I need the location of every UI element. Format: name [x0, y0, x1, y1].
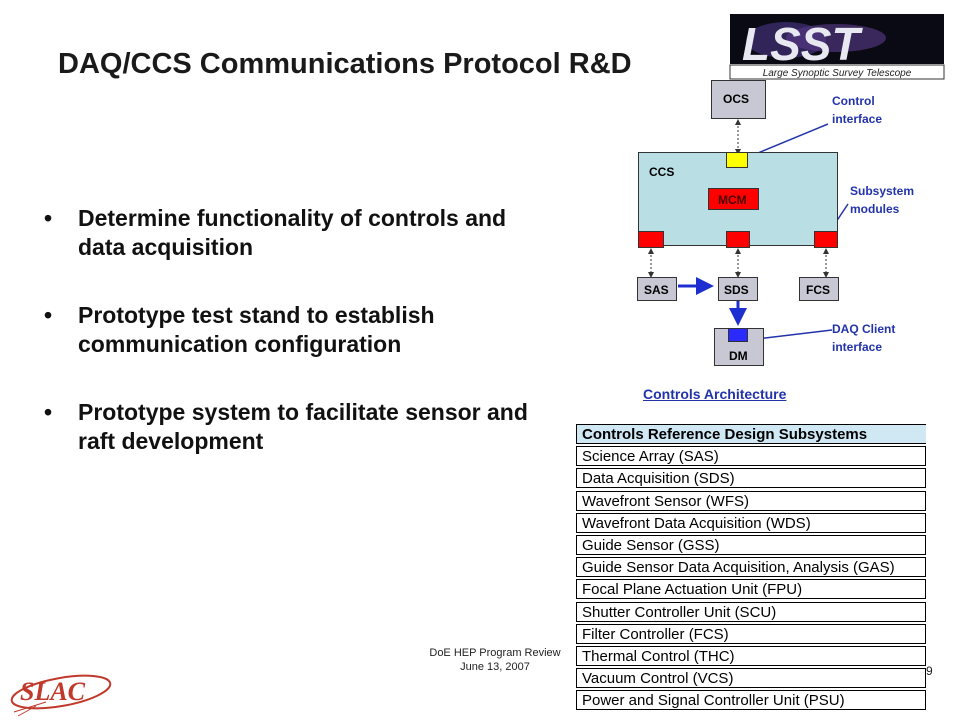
control-interface-note: Control interface	[832, 94, 883, 126]
bullet-text: Determine functionality of controls and …	[78, 205, 507, 260]
footer-line-1: DoE HEP Program Review	[429, 647, 561, 659]
table-row: Wavefront Sensor (WFS)	[576, 490, 926, 511]
slac-wordmark: SLAC	[20, 677, 86, 706]
table-row: Science Array (SAS)	[576, 446, 926, 467]
table-row: Thermal Control (THC)	[576, 645, 926, 666]
lsst-logo: LSST Large Synoptic Survey Telescope	[729, 14, 945, 80]
table-row: Guide Sensor Data Acquisition, Analysis …	[576, 557, 926, 578]
control-port	[726, 152, 748, 168]
bullet-list: • Determine functionality of controls an…	[44, 204, 544, 495]
bullet-text: Prototype test stand to establish commun…	[78, 302, 435, 357]
bullet-dot-icon: •	[44, 399, 53, 425]
mcm-label: MCM	[718, 193, 747, 207]
subsystem-port-sas	[638, 231, 664, 248]
lsst-tagline: Large Synoptic Survey Telescope	[763, 68, 912, 79]
fcs-box: FCS	[799, 277, 839, 301]
page-number: 9	[926, 664, 933, 678]
table-row: Focal Plane Actuation Unit (FPU)	[576, 579, 926, 600]
ocs-label: OCS	[723, 92, 750, 106]
slide-title: DAQ/CCS Communications Protocol R&D	[58, 48, 632, 80]
dm-label: DM	[729, 349, 748, 363]
subsystem-port-fcs	[814, 231, 838, 248]
bullet-dot-icon: •	[44, 205, 53, 231]
bullet-text: Prototype system to facilitate sensor an…	[78, 399, 528, 454]
ocs-box: OCS	[711, 80, 766, 119]
table-row: Data Acquisition (SDS)	[576, 468, 926, 489]
sds-box: SDS	[718, 277, 758, 301]
table-row: Wavefront Data Acquisition (WDS)	[576, 512, 926, 533]
table-row: Guide Sensor (GSS)	[576, 534, 926, 555]
subsystem-port-sds	[726, 231, 750, 248]
dm-box: DM	[714, 328, 764, 366]
daq-client-port	[728, 328, 748, 342]
controls-architecture-diagram: OCS CCS MCM SAS SDS FCS DM Control inter…	[560, 78, 960, 408]
ccs-label: CCS	[649, 165, 675, 179]
bullet-dot-icon: •	[44, 302, 53, 328]
slac-logo: SLAC	[10, 674, 112, 717]
table-row: Vacuum Control (VCS)	[576, 668, 926, 689]
table-row: Power and Signal Controller Unit (PSU)	[576, 690, 926, 711]
bullet-item: • Determine functionality of controls an…	[44, 204, 544, 262]
daq-client-interface-note: DAQ Client interface	[832, 322, 896, 354]
sds-label: SDS	[724, 283, 749, 297]
table-row: Shutter Controller Unit (SCU)	[576, 601, 926, 622]
footer-line-2: June 13, 2007	[460, 661, 530, 673]
table-row: Filter Controller (FCS)	[576, 623, 926, 644]
table-header: Controls Reference Design Subsystems	[576, 424, 926, 444]
subsystem-modules-note: Subsystem modules	[850, 184, 915, 216]
subsystems-table: Controls Reference Design Subsystems Sci…	[576, 424, 926, 712]
bullet-item: • Prototype system to facilitate sensor …	[44, 398, 544, 456]
sas-label: SAS	[644, 283, 669, 297]
sas-box: SAS	[637, 277, 677, 301]
fcs-label: FCS	[806, 283, 830, 297]
mcm-module: MCM	[708, 188, 759, 210]
diagram-caption: Controls Architecture	[643, 386, 787, 402]
footer-text: DoE HEP Program Review June 13, 2007	[400, 646, 590, 674]
lsst-wordmark: LSST	[742, 18, 863, 70]
bullet-item: • Prototype test stand to establish comm…	[44, 301, 544, 359]
